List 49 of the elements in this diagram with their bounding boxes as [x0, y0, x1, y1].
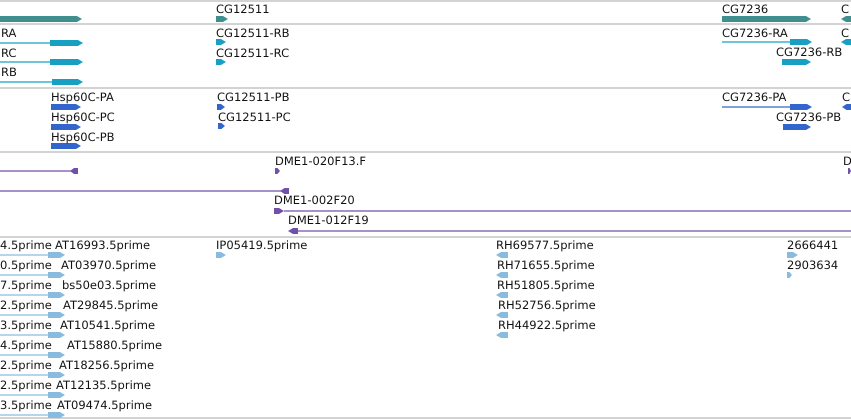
feature-label: DME1-002F20 — [274, 194, 355, 207]
feature-label: RH71655.5prime — [497, 259, 595, 272]
feature-label: CG12511-PB — [217, 91, 290, 104]
feature-label: 3.5prime — [0, 319, 52, 332]
feature-label: IP05419.5prime — [216, 239, 308, 252]
feature-label: AT15880.5prime — [67, 339, 162, 352]
feature-label: 2.5prime — [0, 299, 52, 312]
feature-label: C — [842, 91, 850, 104]
feature-label: DME1-020F13.F — [275, 155, 366, 168]
feature-label: CG7236-RA — [722, 27, 788, 40]
feature-label: AT18256.5prime — [59, 359, 154, 372]
feature-label: AT16993.5prime — [55, 239, 150, 252]
feature-label: CG7236-RB — [776, 46, 842, 59]
feature-label: D — [843, 155, 851, 168]
feature-label: CG7236-PA — [722, 91, 786, 104]
feature-label: C — [841, 27, 850, 40]
feature-label: AT10541.5prime — [60, 319, 156, 332]
feature-label: Hsp60C-PA — [51, 91, 114, 104]
feature-label: Hsp60C-PC — [51, 111, 115, 124]
feature-label: CG12511-RC — [216, 47, 290, 60]
feature-label: DME1-012F19 — [288, 214, 369, 227]
feature-label: AT09474.5prime — [57, 399, 152, 412]
feature-label: RA — [1, 27, 16, 40]
feature-label: AT12135.5prime — [56, 379, 152, 392]
feature-label: 2.5prime — [0, 359, 52, 372]
feature-label: 2.5prime — [0, 379, 52, 392]
feature-label: RB — [1, 66, 17, 79]
feature-label: Hsp60C-PB — [51, 131, 115, 144]
feature-label: CG12511-RB — [216, 27, 290, 40]
feature-label: bs50e03.5prime — [62, 279, 156, 292]
feature-label: RH69577.5prime — [496, 239, 594, 252]
feature-label: CG12511-PC — [218, 111, 291, 124]
feature-label: CG7236-PB — [776, 111, 842, 124]
feature-label: 3.5prime — [0, 399, 52, 412]
feature-label: RH44922.5prime — [498, 319, 596, 332]
feature-label: CG12511 — [216, 3, 270, 16]
feature-label: RC — [1, 47, 16, 60]
feature-label: CG7236 — [722, 3, 768, 16]
feature-label: 7.5prime — [0, 279, 52, 292]
feature-label: AT03970.5prime — [61, 259, 156, 272]
feature-label: AT29845.5prime — [63, 299, 158, 312]
feature-label: 2903634 — [787, 259, 838, 272]
feature-label: 2666441 — [787, 239, 838, 252]
feature-label: 4.5prime — [0, 239, 52, 252]
feature-label: RH51805.5prime — [497, 279, 595, 292]
feature-label: RH52756.5prime — [498, 299, 596, 312]
feature-label: C — [841, 3, 850, 16]
feature-label: 0.5prime — [0, 259, 52, 272]
feature-label: 4.5prime — [0, 339, 52, 352]
